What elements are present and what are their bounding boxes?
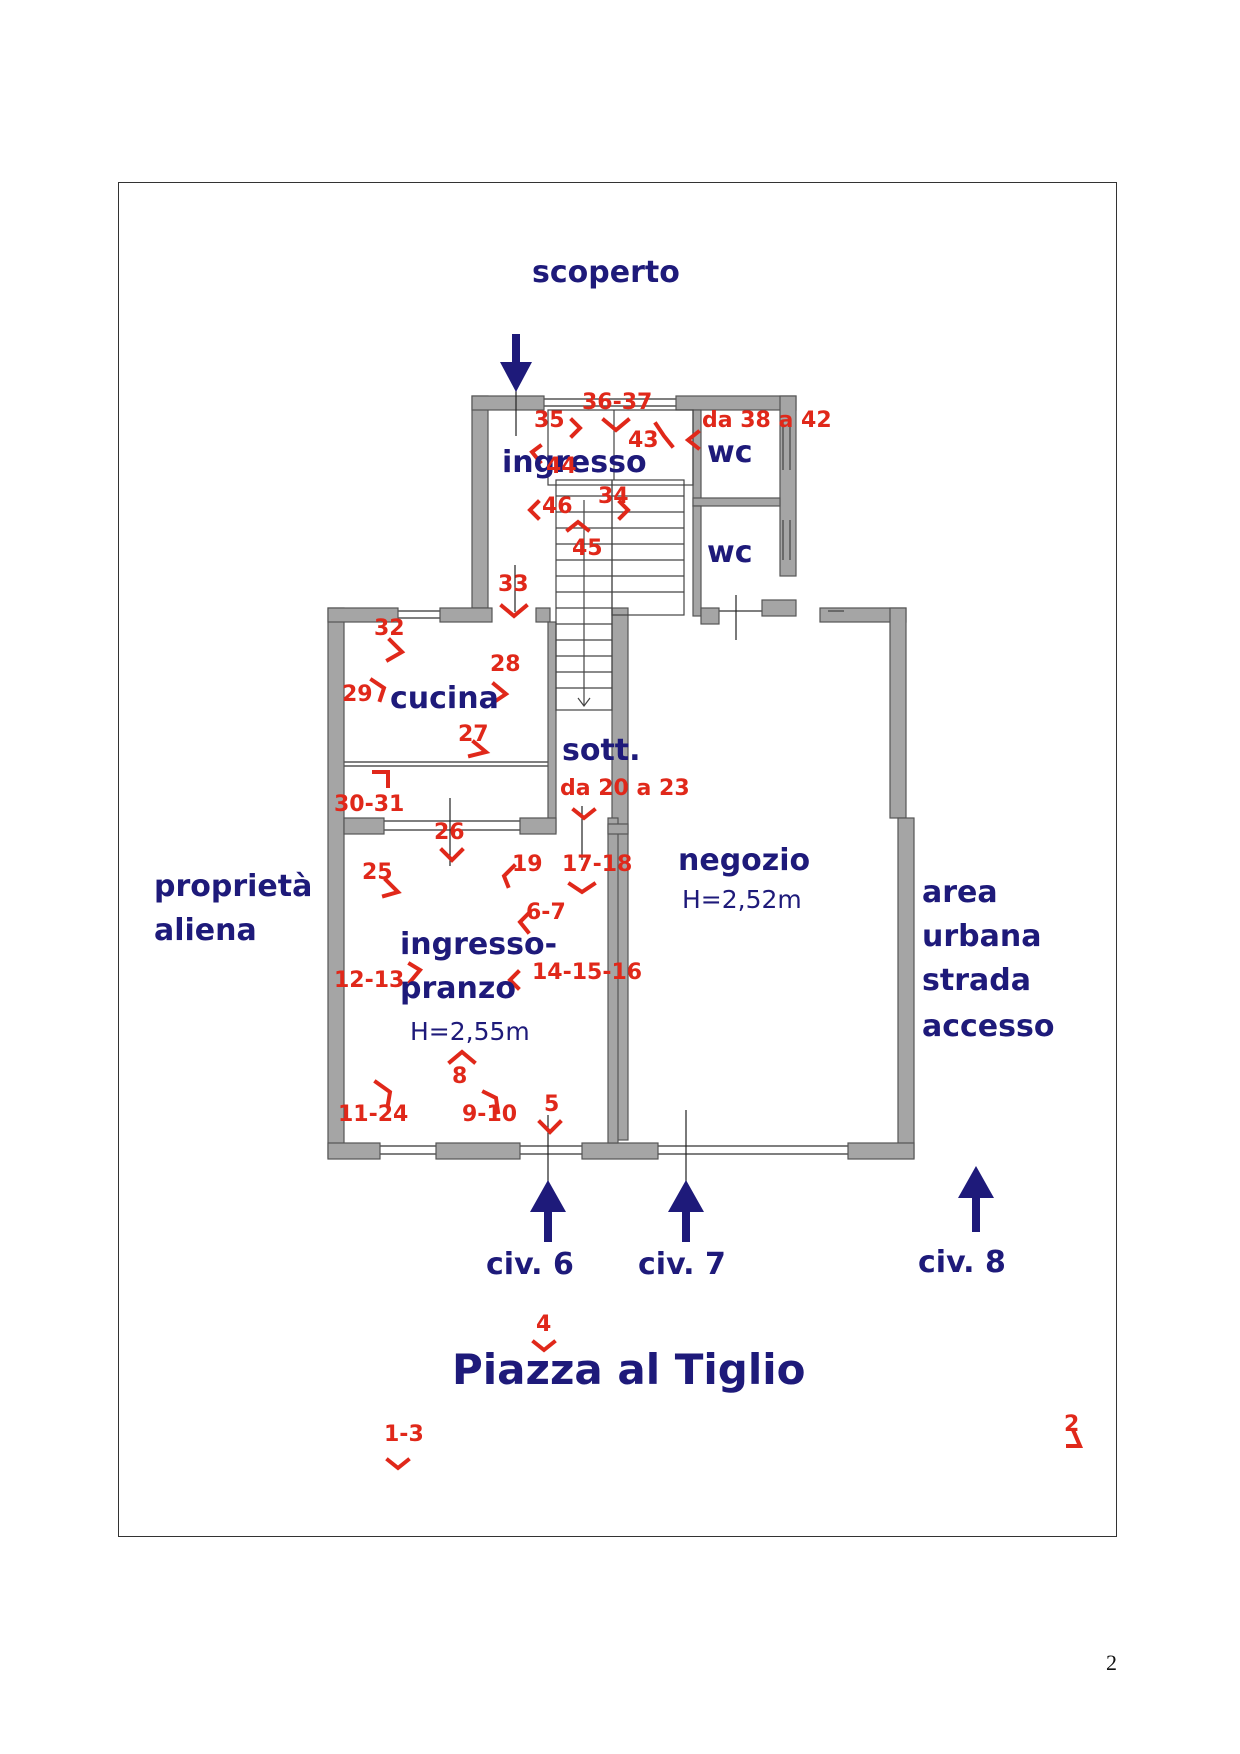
label-piazza: Piazza al Tiglio [452,1345,806,1394]
window-lines [344,398,848,1155]
label-scoperto: scoperto [532,255,680,290]
photo-point: 5 [544,1092,560,1117]
label-proprieta: proprietà [154,869,313,904]
label-area: area [922,875,998,910]
label-civ7: civ. 7 [638,1247,726,1282]
page-number: 2 [1106,1650,1117,1675]
room-wc-top: wc [707,435,753,470]
room-cucina: cucina [390,681,499,716]
room-wc-bottom: wc [707,535,753,570]
photo-point: 35 [534,408,565,433]
label-strada: strada [922,963,1031,998]
drawing-frame [118,182,1117,1537]
photo-point: 12-13 [334,968,405,993]
room-ingresso-pranzo-line1: ingresso- [400,927,558,962]
photo-point: 34 [598,484,629,509]
room-negozio-height: H=2,52m [682,885,802,914]
photo-point: 28 [490,652,521,677]
access-arrows [500,334,994,1242]
staircase [547,409,694,711]
photo-point: 29 [342,682,373,707]
label-civ8: civ. 8 [918,1245,1006,1280]
room-ingresso-pranzo-line2: pranzo [400,971,516,1006]
photo-point: 1-3 [384,1422,424,1447]
photo-point: 36-37 [582,390,653,415]
photo-point: 25 [362,860,393,885]
label-civ6: civ. 6 [486,1247,574,1282]
photo-point: da 38 a 42 [702,408,832,433]
walls [327,395,915,1160]
photo-point: 30-31 [334,792,405,817]
photo-point: 11-24 [338,1102,409,1127]
photo-point: 46 [542,494,573,519]
photo-point: 19 [512,852,543,877]
photo-point: 4 [536,1312,552,1337]
photo-point: 27 [458,722,489,747]
photo-point: 6-7 [526,900,566,925]
photo-markers [369,417,1084,1471]
interior-lines [449,388,737,1185]
room-negozio: negozio [678,843,811,878]
room-ingresso: ingresso [502,445,647,480]
photo-point: 17-18 [562,852,633,877]
label-aliena: aliena [154,913,257,948]
photo-point: 32 [374,616,405,641]
label-accesso: accesso [922,1009,1055,1044]
room-sott: sott. [562,733,641,768]
photo-point: 33 [498,572,529,597]
label-urbana: urbana [922,919,1042,954]
photo-point: da 20 a 23 [560,776,690,801]
photo-point: 44 [546,454,577,479]
photo-point: 45 [572,536,603,561]
photo-point: 26 [434,820,465,845]
room-ingresso-pranzo-height: H=2,55m [410,1017,530,1046]
photo-point: 9-10 [462,1102,518,1127]
photo-point: 2 [1064,1412,1080,1437]
photo-point: 14-15-16 [532,960,643,985]
photo-point: 8 [452,1064,468,1089]
photo-point: 43 [628,428,659,453]
